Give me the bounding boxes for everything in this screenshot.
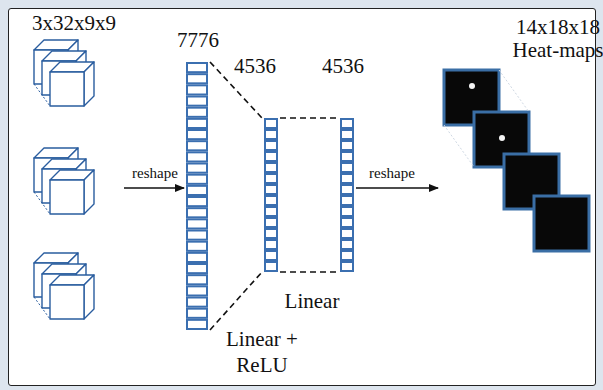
layer-size-label: 7776 (177, 29, 219, 52)
layer-size-label: 14x18x18 Heat-maps (510, 16, 603, 62)
heatmap-stack-graphic (440, 66, 592, 256)
feature-vector: 7776 (186, 62, 208, 330)
feature-vector: 4536 (264, 118, 278, 272)
heatmap-stack: 14x18x18 Heat-maps (440, 66, 592, 256)
reshape-arrow (356, 188, 438, 189)
linear-connection (210, 62, 262, 330)
feature-vector-graphic (264, 118, 278, 272)
layer-size-label: 3x32x9x9 (32, 12, 116, 35)
input-tensor-stack-graphic (30, 40, 122, 325)
operation-label: reshape (367, 164, 417, 183)
operation-label: reshape (130, 164, 180, 183)
layer-size-label: 4536 (234, 55, 276, 78)
operation-label: Linear + ReLU (218, 326, 306, 379)
layer-size-label: 4536 (322, 55, 364, 78)
feature-vector: 4536 (340, 118, 354, 272)
feature-vector-graphic (186, 62, 208, 330)
feature-vector-graphic (340, 118, 354, 272)
input-tensor-stack: 3x32x9x9 (30, 40, 122, 325)
operation-label: Linear (283, 288, 342, 314)
linear-connection (280, 118, 338, 272)
reshape-arrow (124, 188, 184, 189)
